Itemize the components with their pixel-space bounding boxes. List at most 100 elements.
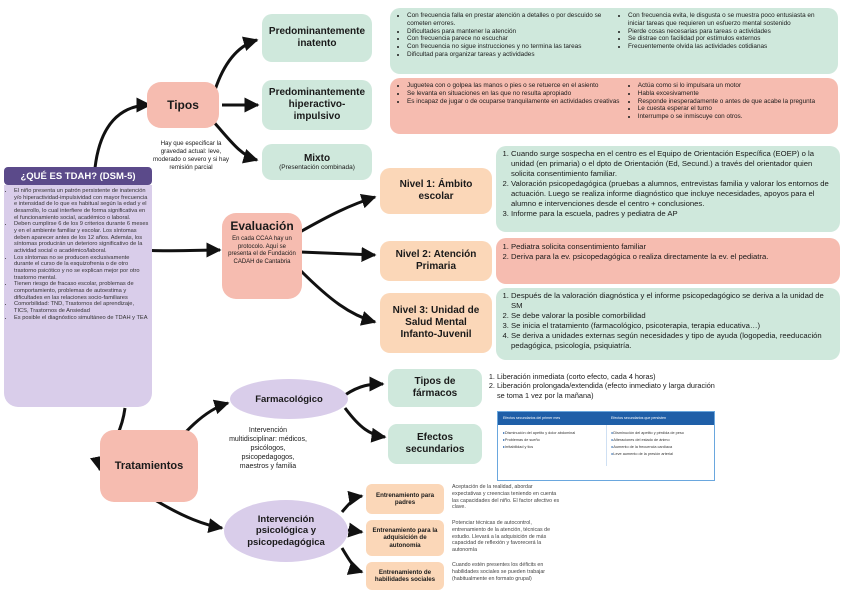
symptom-item: Se distrae con facilidad por estímulos e… [628,35,832,43]
hiperactivo-symptoms-box: Juguetea con o golpea las manos o pies o… [390,78,838,134]
tipos-farmacos-node: Tipos de fármacos [388,369,482,407]
efectos-col-left: Disminución del apetito y dolor abdomina… [498,425,606,466]
root-definition-list: El niño presenta un patrón persistente d… [6,188,149,321]
inatento-symptoms-box: Con frecuencia falla en prestar atención… [390,8,838,74]
root-bullet: Tienen riesgo de fracaso escolar, proble… [14,281,149,301]
root-bullet: Es posible el diagnóstico simultáneo de … [14,315,149,322]
arrow-psico-autonomia [347,522,364,538]
tipos-farmacos-list: Liberación inmediata (corto efecto, cada… [486,372,716,400]
arrow-psico-habilidades [340,547,364,575]
tipos-severity-note: Hay que especificar la gravedad actual: … [152,140,229,171]
symptom-item: Le cuesta esperar el turno [638,105,832,113]
tipos-node: Tipos [147,82,219,128]
symptom-item: Con frecuencia evita, le disgusta o se m… [628,12,832,28]
arrow-eval-n2 [299,246,377,262]
symptom-item: Con frecuencia no sigue instrucciones y … [407,43,611,51]
padres-text: Aceptación de la realidad, abordar expec… [452,484,560,511]
step-item: Deriva para la ev. psicopedagógica o rea… [511,252,836,262]
arrow-trat-psico [154,498,224,534]
symptom-item: Frecuentemente olvida las actividades co… [628,43,832,51]
nivel1-node: Nivel 1: Ámbito escolar [380,168,492,214]
efecto-item: Alteraciones del estado de ánimo [612,438,710,443]
mixto-node: Mixto (Presentación combinada) [262,144,372,180]
root-title: ¿QUÉ ES TDAH? (DSM-5) [4,167,152,185]
arrow-eval-n1 [299,193,377,234]
symptom-item: Se levanta en situaciones en las que no … [407,90,621,98]
inatento-node: Predominantemente inatento [262,14,372,62]
efecto-item: Leve aumento de la presión arterial [612,452,710,457]
habilidades-text: Cuando estén presentes los déficits en h… [452,562,546,582]
symptom-item: Habla excesivamente [638,90,832,98]
autonomia-text: Potenciar técnicas de autocontrol, entre… [452,520,551,554]
arrow-eval-n3 [298,268,377,326]
step-item: Se debe valorar la posible comorbilidad [511,311,836,321]
habilidades-node: Entrenamiento de habilidades sociales [366,562,444,590]
symptom-item: Dificultad para organizar tareas y activ… [407,51,611,59]
symptom-item: Interrumpe o se inmiscuye con otros. [638,113,832,121]
farmacologico-node: Farmacológico [230,379,348,419]
efecto-item: Disminución del apetito y pérdida de pes… [612,431,710,436]
inatento-list-right: Con frecuencia evita, le disgusta o se m… [617,12,832,70]
arrow-root-tipos [93,97,152,169]
root-bullet: El niño presenta un patrón persistente d… [14,188,149,221]
efectos-node: Efectos secundarios [388,424,482,464]
step-item: Informe para la escuela, padres y pediat… [511,209,836,219]
arrow-tipos-inatento [213,36,259,91]
efectos-table: Efectos secundarios del primer mes Efect… [497,411,715,481]
farmaco-item: Liberación inmediata (corto efecto, cada… [497,372,716,381]
efectos-col-right: Disminución del apetito y pérdida de pes… [605,425,715,466]
hiperactivo-node: Predominantemente hiperactivo-impulsivo [262,80,372,130]
step-item: Pediatra solicita consentimiento familia… [511,242,836,252]
hiperactivo-list-left: Juguetea con o golpea las manos o pies o… [396,82,621,130]
nivel1-details: Cuando surge sospecha en el centro es el… [496,146,840,232]
efectos-head-right: Efectos secundarios que persisten [611,416,666,420]
arrow-tipos-mixto [210,118,259,164]
arrow-farmaco-tipos [344,376,385,397]
root-bullet: Deben cumplirse 6 de los 9 criterios dur… [14,221,149,254]
symptom-item: Dificultades para mantener la atención [407,28,611,36]
efecto-item: Aumento de la frecuencia cardíaca [612,445,710,450]
symptom-item: Con frecuencia parece no escuchar [407,35,611,43]
arrow-psico-padres [340,490,364,513]
inatento-list-left: Con frecuencia falla en prestar atención… [396,12,611,70]
root-definition-box: El niño presenta un patrón persistente d… [4,185,152,407]
tratamientos-node: Tratamientos [100,430,198,502]
nivel2-details: Pediatra solicita consentimiento familia… [496,238,840,284]
arrow-root-evaluacion [139,242,222,258]
symptom-item: Es incapaz de jugar o de ocuparse tranqu… [407,98,621,106]
nivel2-node: Nivel 2: Atención Primaria [380,241,492,281]
step-item: Después de la valoración diagnóstica y e… [511,291,836,311]
nivel3-node: Nivel 3: Unidad de Salud Mental Infanto-… [380,293,492,353]
step-item: Cuando surge sospecha en el centro es el… [511,149,836,179]
evaluacion-note: En cada CCAA hay un protocolo. Aquí se p… [228,236,296,266]
intervencion-psico-node: Intervención psicológica y psicopedagógi… [224,500,348,562]
efectos-table-header: Efectos secundarios del primer mes Efect… [498,412,714,425]
tipos-farmacos-details: Liberación inmediata (corto efecto, cada… [486,372,716,400]
symptom-item: Responde inesperadamente o antes de que … [638,98,832,106]
symptom-item: Pierde cosas necesarias para tareas o ac… [628,28,832,36]
efecto-item: Problemas de sueño [503,438,601,443]
symptom-item: Juguetea con o golpea las manos o pies o… [407,82,621,90]
root-bullet: Los síntomas no se producen exclusivamen… [14,255,149,282]
symptom-item: Con frecuencia falla en prestar atención… [407,12,611,28]
arrow-farmaco-efectos [343,407,387,443]
nivel1-list: Cuando surge sospecha en el centro es el… [500,149,836,219]
nivel2-list: Pediatra solicita consentimiento familia… [500,242,836,262]
symptom-item: Actúa como si lo impulsara un motor [638,82,832,90]
efectos-table-body: Disminución del apetito y dolor abdomina… [498,425,714,466]
step-item: Se inicia el tratamiento (farmacológico,… [511,321,836,331]
padres-node: Entrenamiento para padres [366,484,444,514]
nivel3-details: Después de la valoración diagnóstica y e… [496,288,840,360]
intervencion-note: Intervención multidisciplinar: médicos, … [229,427,307,471]
efecto-item: Irritabilidad y tics [503,445,601,450]
evaluacion-label: Evaluación [230,219,294,233]
root-bullet: Comorbilidad: TND, Trastornos del aprend… [14,301,149,314]
farmaco-item: Liberación prolongada/extendida (efecto … [497,381,716,400]
efectos-head-left: Efectos secundarios del primer mes [503,416,561,420]
mixto-label: Mixto [303,153,331,164]
evaluacion-node: Evaluación En cada CCAA hay un protocolo… [222,213,302,299]
hiperactivo-list-right: Actúa como si lo impulsara un motor Habl… [627,82,832,130]
efecto-item: Disminución del apetito y dolor abdomina… [503,431,601,436]
step-item: Se deriva a unidades externas según nece… [511,331,836,351]
